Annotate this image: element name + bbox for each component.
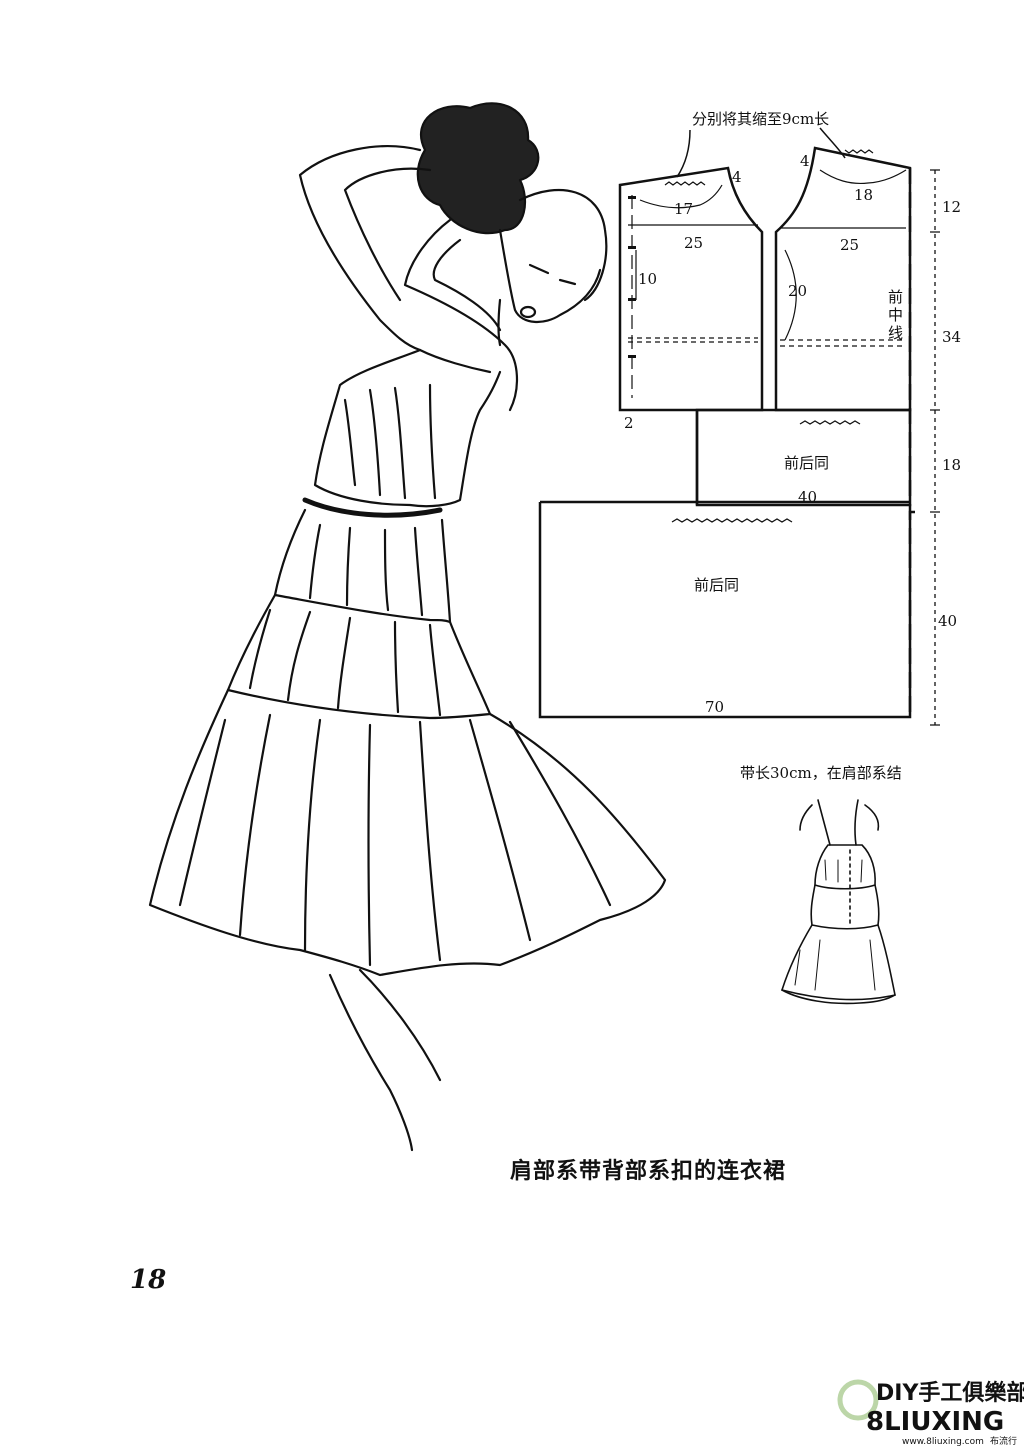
right-arm <box>403 218 519 412</box>
back-bodice-piece <box>618 166 764 412</box>
length-tier2: 40 <box>938 612 957 630</box>
back-neck-width: 17 <box>674 200 693 218</box>
waist-tie <box>302 497 443 518</box>
center-front-char-3: 线 <box>888 324 903 342</box>
back-dim-ticks <box>628 196 636 358</box>
watermark-logo-text: 8LIUXING <box>866 1407 1004 1437</box>
watermark: DIY手工俱樂部 8LIUXING www.8liuxing.com 布流行 <box>837 1379 1024 1447</box>
legs <box>328 968 442 1152</box>
front-bodice-piece <box>774 146 912 412</box>
skirt-tier-2 <box>226 593 492 720</box>
length-yoke: 12 <box>942 198 961 216</box>
back-shoulder: 4 <box>732 168 742 186</box>
shrink-note: 分别将其缩至9cm长 <box>692 110 829 128</box>
page-number: 18 <box>130 1265 166 1295</box>
length-dimension-line <box>930 169 940 726</box>
pattern-draft: 分别将其缩至9cm长 17 4 25 10 2 <box>538 110 961 726</box>
watermark-logo-icon <box>837 1379 879 1421</box>
length-bodice: 34 <box>942 328 961 346</box>
tier1-width: 40 <box>798 488 817 506</box>
hair <box>416 102 540 235</box>
front-armhole: 20 <box>788 282 807 300</box>
back-seam-allowance: 2 <box>624 414 634 432</box>
tier2-label: 前后同 <box>694 576 739 594</box>
watermark-site: 布流行 <box>990 1435 1017 1447</box>
center-front-char-2: 中 <box>888 306 903 324</box>
note-leader-front <box>819 127 846 159</box>
tier1-label: 前后同 <box>784 454 829 472</box>
back-armhole-mark: 10 <box>638 270 657 288</box>
watermark-brand: DIY手工俱樂部 <box>876 1380 1024 1406</box>
back-width: 25 <box>684 234 703 252</box>
tier2-width: 70 <box>705 698 724 716</box>
strap-note: 带长30cm，在肩部系结 <box>740 764 902 782</box>
note-leader-back <box>676 129 691 178</box>
illustration-caption: 肩部系带背部系扣的连衣裙 <box>510 1158 786 1184</box>
watermark-url: www.8liuxing.com <box>902 1437 984 1447</box>
face <box>498 228 602 323</box>
center-front-char-1: 前 <box>888 288 903 306</box>
skirt-tier-1 <box>273 508 452 624</box>
fashion-illustration <box>148 102 667 1152</box>
skirt-tier-2-piece <box>538 500 915 719</box>
length-tier1: 18 <box>942 456 961 474</box>
skirt-tier-3 <box>148 688 667 977</box>
front-shoulder: 4 <box>800 152 810 170</box>
front-width: 25 <box>840 236 859 254</box>
bodice <box>313 348 502 508</box>
left-arm <box>298 145 422 352</box>
back-view-sketch <box>780 799 896 1005</box>
front-neck-width: 18 <box>854 186 873 204</box>
